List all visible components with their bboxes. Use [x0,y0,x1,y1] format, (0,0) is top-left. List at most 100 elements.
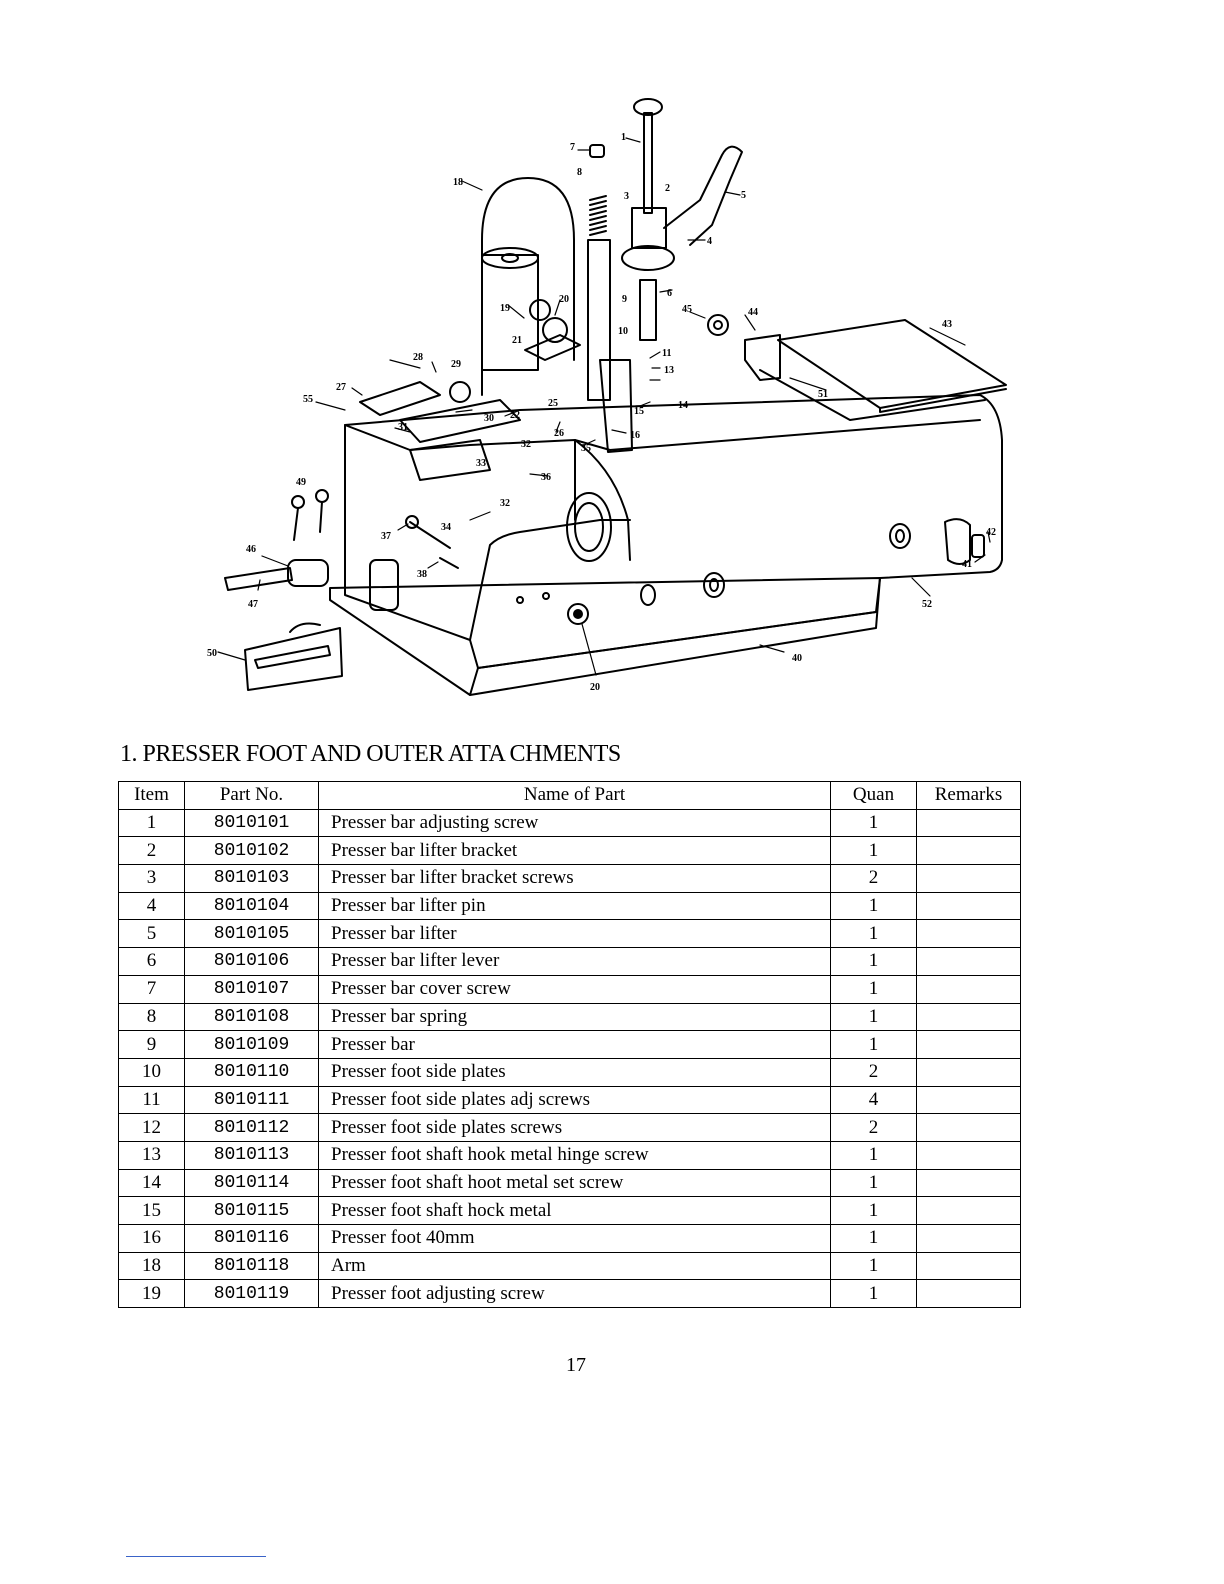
column-header-remarks: Remarks [916,781,1021,810]
callout-label: 49 [296,477,306,488]
callout-label: 16 [630,430,640,441]
cell-remarks [916,1140,1021,1170]
cell-part-no: 8010113 [184,1140,319,1170]
cell-name: Presser foot side plates [318,1057,831,1087]
cell-part-no: 8010106 [184,947,319,976]
callout-label: 46 [246,544,256,555]
callout-label: 27 [336,382,346,393]
callout-label: 32 [500,498,510,509]
cell-part-no: 8010116 [184,1224,319,1253]
cell-name: Presser bar lifter [318,919,831,949]
cell-remarks [916,1002,1021,1032]
callout-label: 50 [207,648,217,659]
cell-quan: 1 [830,1251,917,1281]
cell-name: Presser bar lifter bracket [318,836,831,866]
cell-item: 1 [118,808,185,838]
cell-item: 9 [118,1030,185,1059]
part-50-guide [244,627,343,691]
page-number: 17 [566,1354,586,1376]
callout-label: 40 [792,653,802,664]
cell-item: 18 [118,1251,185,1281]
cell-name: Presser bar lifter lever [318,947,831,976]
cell-name: Presser foot 40mm [318,1224,831,1253]
section-title: 1. PRESSER FOOT AND OUTER ATTA CHMENTS [120,741,621,767]
callout-label: 6 [667,288,672,299]
column-header-part-no: Part No. [184,781,319,810]
cell-quan: 1 [830,1196,917,1225]
cell-remarks [916,1057,1021,1087]
callout-label: 7 [570,142,575,153]
cell-remarks [916,919,1021,949]
cell-quan: 1 [830,947,917,976]
cell-name: Presser foot adjusting screw [318,1279,831,1309]
cell-remarks [916,1279,1021,1309]
cell-quan: 1 [830,808,917,838]
cell-part-no: 8010107 [184,974,319,1004]
cell-quan: 1 [830,1030,917,1059]
callout-label: 35 [581,443,591,454]
arm-cover [481,177,575,396]
cell-quan: 4 [830,1085,917,1115]
cell-part-no: 8010103 [184,864,319,893]
cell-item: 3 [118,864,185,893]
callout-label: 31 [398,422,408,433]
table-header-row: Item Part No. Name of Part Quan Remarks [118,781,1021,810]
callout-label: 37 [381,531,391,542]
callout-label: 28 [413,352,423,363]
callout-label: 42 [986,527,996,538]
cell-part-no: 8010104 [184,891,319,921]
cell-item: 2 [118,836,185,866]
cell-part-no: 8010105 [184,919,319,949]
cell-name: Presser bar cover screw [318,974,831,1004]
callout-label: 3 [624,191,629,202]
cell-name: Presser bar adjusting screw [318,808,831,838]
callout-label: 32 [521,439,531,450]
callout-label: 15 [634,406,644,417]
cell-item: 5 [118,919,185,949]
column-header-item: Item [118,781,185,810]
cell-part-no: 8010114 [184,1168,319,1198]
cell-remarks [916,974,1021,1004]
callout-label: 20 [590,682,600,693]
cell-remarks [916,1168,1021,1198]
cell-remarks [916,891,1021,921]
cell-part-no: 8010119 [184,1279,319,1309]
cell-quan: 1 [830,891,917,921]
cell-remarks [916,1085,1021,1115]
cell-name: Presser bar lifter pin [318,891,831,921]
footer-rule [126,1556,266,1557]
callout-label: 4 [707,236,712,247]
parts-table: Item Part No. Name of Part Quan Remarks … [118,781,1021,1309]
cell-remarks [916,864,1021,893]
cell-remarks [916,1113,1021,1142]
callout-label: 14 [678,400,688,411]
cell-part-no: 8010110 [184,1057,319,1087]
cell-remarks [916,1251,1021,1281]
lifter-lever [663,145,743,246]
cell-quan: 2 [830,1113,917,1142]
column-header-quan: Quan [830,781,917,810]
cell-item: 7 [118,974,185,1004]
cell-item: 11 [118,1085,185,1115]
cell-name: Arm [318,1251,831,1281]
cell-quan: 2 [830,864,917,893]
cell-remarks [916,947,1021,976]
cell-name: Presser foot shaft hook metal hinge scre… [318,1140,831,1170]
cell-part-no: 8010101 [184,808,319,838]
machine-body [344,394,1003,669]
cell-name: Presser foot side plates adj screws [318,1085,831,1115]
cell-quan: 1 [830,1224,917,1253]
